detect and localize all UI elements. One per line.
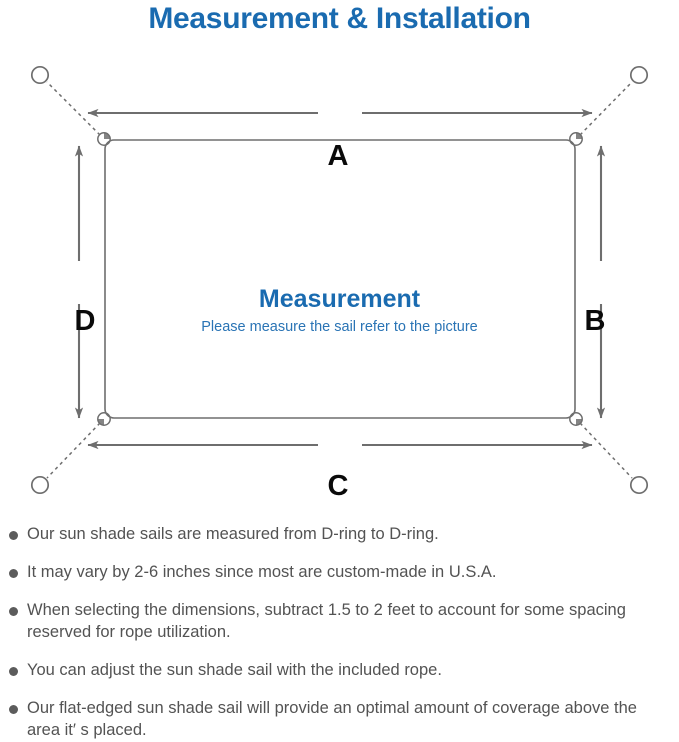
note-text: Our flat-edged sun shade sail will provi… xyxy=(27,698,637,739)
bullet-icon xyxy=(9,568,18,578)
note-text: You can adjust the sun shade sail with t… xyxy=(27,660,442,679)
rope-line-bottom-left xyxy=(46,422,101,479)
dimension-label-c: C xyxy=(327,470,349,502)
list-item: When selecting the dimensions, subtract … xyxy=(0,600,679,644)
bullet-icon xyxy=(9,531,18,540)
anchor-point-top-left xyxy=(30,65,50,85)
bullet-icon xyxy=(9,704,18,714)
d-ring-top-left xyxy=(97,132,111,146)
dimension-label-d: D xyxy=(74,305,96,337)
anchor-point-top-right xyxy=(629,65,649,85)
d-ring-bottom-right xyxy=(569,412,583,426)
dimension-label-a: A xyxy=(327,140,349,172)
list-item: Our sun shade sails are measured from D-… xyxy=(0,524,679,546)
rope-line-top-left xyxy=(46,81,101,136)
note-text: When selecting the dimensions, subtract … xyxy=(27,600,626,641)
list-item: It may vary by 2-6 inches since most are… xyxy=(0,562,679,584)
dimension-label-b: B xyxy=(584,305,606,337)
sail-rectangle xyxy=(104,139,576,419)
d-ring-bottom-left xyxy=(97,412,111,426)
rope-line-bottom-right xyxy=(579,422,633,479)
sail-measurement-diagram: Measurement Please measure the sail refe… xyxy=(0,46,679,516)
rope-line-top-right xyxy=(579,81,633,136)
note-text: It may vary by 2-6 inches since most are… xyxy=(27,562,497,581)
bullet-icon xyxy=(9,666,18,676)
d-ring-top-right xyxy=(569,132,583,146)
note-text: Our sun shade sails are measured from D-… xyxy=(27,525,439,543)
anchor-point-bottom-left xyxy=(30,475,50,495)
anchor-point-bottom-right xyxy=(629,475,649,495)
bullet-icon xyxy=(9,606,18,616)
list-item: Our flat-edged sun shade sail will provi… xyxy=(0,698,679,742)
notes-list: Our sun shade sails are measured from D-… xyxy=(0,524,679,742)
page-title: Measurement & Installation xyxy=(148,2,531,35)
list-item: You can adjust the sun shade sail with t… xyxy=(0,660,679,682)
